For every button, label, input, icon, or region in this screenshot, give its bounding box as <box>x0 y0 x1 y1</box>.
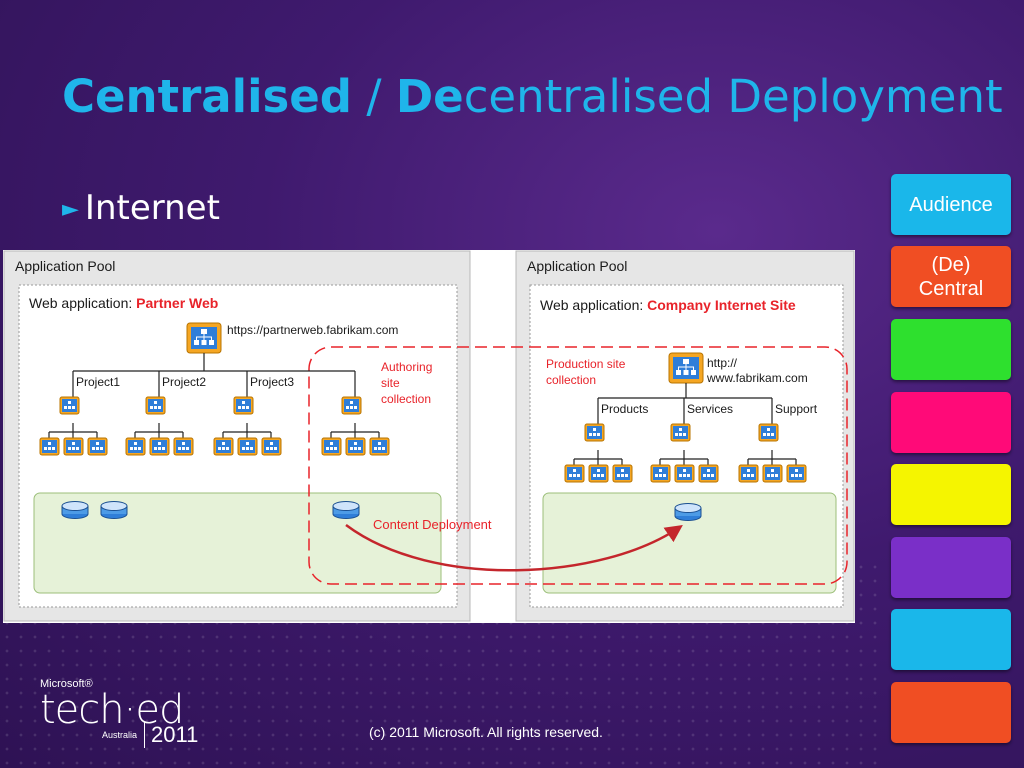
leaf-site-icon <box>650 464 671 483</box>
leaf-site-icon <box>213 437 234 456</box>
branch-label: Support <box>775 402 818 416</box>
title-sep: / <box>352 70 396 123</box>
subsite-icon <box>145 396 166 415</box>
left-webapp-prefix: Web application: <box>29 295 136 311</box>
title-bold-1: Centralised <box>62 70 353 123</box>
title-rest: centralised Deployment <box>463 70 1003 123</box>
leaf-site-icon <box>261 437 282 456</box>
root-site-icon <box>186 322 222 354</box>
leaf-site-icon <box>786 464 807 483</box>
leaf-site-icon <box>564 464 585 483</box>
sidebar-button-7[interactable] <box>891 609 1011 670</box>
right-pool-label: Application Pool <box>527 258 627 274</box>
branch-label: Services <box>687 402 733 416</box>
leaf-site-icon <box>39 437 60 456</box>
sidebar-button-4[interactable] <box>891 392 1011 453</box>
leaf-site-icon <box>321 437 342 456</box>
subsite-icon <box>670 423 691 442</box>
leaf-site-icon <box>698 464 719 483</box>
logo-name: tech·ed <box>40 687 184 733</box>
left-root-url: https://partnerweb.fabrikam.com <box>227 323 398 337</box>
logo-year: 2011 <box>144 722 198 748</box>
page-title: Centralised / Decentralised Deployment <box>62 70 1003 123</box>
teched-logo: Microsoft® tech·ed Australia 2011 <box>40 678 198 748</box>
deployment-diagram: Application Pool Application Pool Web ap… <box>3 250 855 623</box>
right-database-area <box>542 492 837 594</box>
left-database-icon-1 <box>61 501 89 519</box>
leaf-site-icon <box>762 464 783 483</box>
leaf-site-icon <box>588 464 609 483</box>
sidebar-button-2[interactable]: (De) Central <box>891 246 1011 307</box>
content-deployment-arrow <box>345 523 683 572</box>
left-database-area <box>33 492 442 594</box>
leaf-site-icon <box>125 437 146 456</box>
leaf-site-icon <box>173 437 194 456</box>
right-webapp-name: Company Internet Site <box>647 297 796 313</box>
bullet-arrow-icon: ► <box>62 197 79 222</box>
copyright-text: (c) 2011 Microsoft. All rights reserved. <box>369 724 603 740</box>
branch-label: Project3 <box>250 375 294 389</box>
right-webapp-label: Web application: Company Internet Site <box>540 297 796 313</box>
sidebar-button-5[interactable] <box>891 464 1011 525</box>
subsite-icon <box>59 396 80 415</box>
branch-label: Project1 <box>76 375 120 389</box>
leaf-site-icon <box>345 437 366 456</box>
leaf-site-icon <box>738 464 759 483</box>
subsite-icon <box>758 423 779 442</box>
left-database-icon-3 <box>332 501 360 519</box>
logo-brand: Microsoft® <box>40 678 93 690</box>
root-site-icon <box>668 352 704 384</box>
left-webapp-label: Web application: Partner Web <box>29 295 218 311</box>
branch-label: Project2 <box>162 375 206 389</box>
logo-region: Australia <box>102 730 138 740</box>
subsite-icon <box>341 396 362 415</box>
sidebar-button-label: (De) Central <box>918 253 984 300</box>
leaf-site-icon <box>63 437 84 456</box>
left-site-tree: Project1 Project2 Project3 <box>39 322 390 456</box>
sidebar-button-8[interactable] <box>891 682 1011 743</box>
content-deployment-label: Content Deployment <box>373 517 492 532</box>
leaf-site-icon <box>149 437 170 456</box>
leaf-site-icon <box>87 437 108 456</box>
right-webapp-prefix: Web application: <box>540 297 647 313</box>
left-pool-label: Application Pool <box>15 258 115 274</box>
title-bold-2: De <box>395 70 464 123</box>
sidebar-button-label: Audience <box>909 193 993 216</box>
subsite-icon <box>233 396 254 415</box>
leaf-site-icon <box>612 464 633 483</box>
sidebar-button-3[interactable] <box>891 319 1011 380</box>
leaf-site-icon <box>369 437 390 456</box>
right-site-tree: Products Services Support <box>564 352 818 483</box>
bullet-text: Internet <box>84 188 220 228</box>
right-database-icon <box>674 503 702 521</box>
leaf-site-icon <box>674 464 695 483</box>
right-root-url: http://www.fabrikam.com <box>706 356 808 385</box>
bullet-internet: ►Internet <box>62 188 220 228</box>
left-database-icon-2 <box>100 501 128 519</box>
branch-label: Products <box>601 402 648 416</box>
left-webapp-name: Partner Web <box>136 295 218 311</box>
subsite-icon <box>584 423 605 442</box>
sidebar-button-6[interactable] <box>891 537 1011 598</box>
leaf-site-icon <box>237 437 258 456</box>
sidebar-button-1[interactable]: Audience <box>891 174 1011 235</box>
